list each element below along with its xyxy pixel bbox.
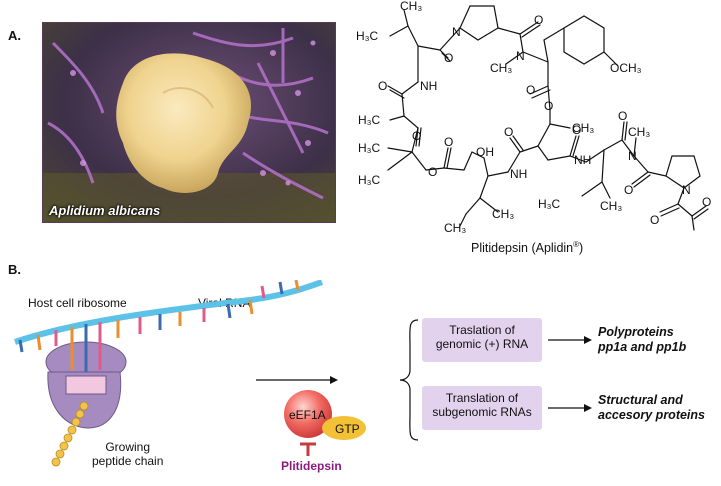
atom-ch3: CH₃ bbox=[600, 199, 622, 213]
box2-line1: Translation of bbox=[445, 391, 519, 405]
atom-o: O bbox=[534, 13, 543, 27]
atom-ch3: CH₃ bbox=[572, 121, 594, 135]
peptide-chain-beads bbox=[51, 401, 89, 467]
product1-line1: Polyproteins bbox=[598, 325, 674, 339]
atom-n: N bbox=[452, 25, 461, 39]
gtp-label: GTP bbox=[335, 422, 360, 436]
peptide-chain-label-line1: Growing bbox=[105, 440, 151, 454]
atom-o: O bbox=[378, 79, 387, 93]
compound-name: Plitidepsin (Aplidin bbox=[471, 241, 574, 256]
atom-o: O bbox=[428, 165, 437, 179]
product1-line2: pp1a and pp1b bbox=[598, 340, 687, 354]
product-arrows bbox=[548, 336, 592, 412]
atom-nh: NH bbox=[574, 153, 591, 167]
panel-b-label: B. bbox=[8, 262, 21, 277]
atom-n: N bbox=[682, 183, 691, 197]
eef1a-complex bbox=[284, 390, 366, 456]
registered-mark: ® bbox=[573, 240, 580, 249]
atom-o: O bbox=[650, 213, 659, 227]
atom-h3c: H₃C bbox=[538, 197, 561, 211]
species-caption: Aplidium albicans bbox=[49, 203, 161, 218]
atom-o: O bbox=[572, 123, 581, 137]
atom-ch3: CH₃ bbox=[628, 125, 650, 139]
ribosome-illustration bbox=[14, 280, 338, 467]
atom-n: N bbox=[628, 149, 637, 163]
structural-proteins-product: Structural and accesory proteins bbox=[598, 393, 705, 423]
atom-o: O bbox=[444, 135, 453, 149]
subgenomic-translation-box: Translation of subgenomic RNAs bbox=[422, 386, 542, 430]
eef1a-label: eEF1A bbox=[289, 408, 326, 422]
sea-squirt-image bbox=[43, 23, 335, 222]
atom-o: O bbox=[624, 183, 633, 197]
atom-nh: NH bbox=[510, 167, 527, 181]
viral-rna-strand bbox=[14, 280, 324, 345]
plitidepsin-inhibitor-label: Plitidepsin bbox=[281, 459, 342, 473]
product2-line2: accesory proteins bbox=[598, 408, 705, 422]
atom-o: O bbox=[444, 51, 453, 65]
atom-h3c: H₃C bbox=[356, 29, 379, 43]
atom-ch3: CH₃ bbox=[490, 61, 512, 75]
gtp-ellipse bbox=[322, 416, 366, 440]
panel-a-label: A. bbox=[8, 28, 21, 43]
ribosome-exit-site bbox=[65, 375, 107, 395]
atom-och3: OCH₃ bbox=[610, 61, 642, 75]
compound-caption: Plitidepsin (Aplidin®) bbox=[471, 240, 583, 255]
atom-n: N bbox=[516, 49, 525, 63]
peptide-chain-label-line2: peptide chain bbox=[92, 454, 164, 469]
atom-ch3: CH₃ bbox=[444, 221, 466, 235]
rna-bases bbox=[18, 280, 300, 372]
plitidepsin-structure: H₃C CH₃ N O O CH₃ N OCH₃ NH O H₃C O H₃C … bbox=[356, 0, 711, 235]
genomic-translation-box: Traslation of genomic (+) RNA bbox=[422, 318, 542, 362]
atom-o: O bbox=[702, 195, 711, 209]
box1-line2: genomic (+) RNA bbox=[435, 337, 529, 352]
atom-h3c: H₃C bbox=[358, 173, 381, 187]
atom-o: O bbox=[504, 125, 513, 139]
atom-h3c: H₃C bbox=[358, 141, 381, 155]
atom-h3c: H₃C bbox=[358, 113, 381, 127]
atom-ch3: CH₃ bbox=[400, 0, 422, 13]
peptide-chain-label: Growing peptide chain bbox=[92, 440, 163, 469]
curly-brace bbox=[399, 319, 419, 441]
box2-line2: subgenomic RNAs bbox=[432, 405, 532, 420]
atom-o: O bbox=[544, 99, 553, 113]
polyproteins-product: Polyproteins pp1a and pp1b bbox=[598, 325, 686, 355]
ribosome-label: Host cell ribosome bbox=[28, 296, 127, 310]
compound-caption-end: ) bbox=[579, 241, 584, 256]
product2-line1: Structural and bbox=[598, 393, 683, 407]
aplidium-photo: Aplidium albicans bbox=[42, 22, 336, 223]
box1-line1: Traslation of bbox=[449, 323, 515, 337]
atom-ch3: CH₃ bbox=[492, 207, 514, 221]
atom-oh: OH bbox=[476, 145, 494, 159]
atom-o: O bbox=[526, 83, 535, 97]
atom-o: O bbox=[412, 129, 421, 143]
eef1a-sphere bbox=[284, 390, 332, 438]
atom-o: O bbox=[618, 109, 627, 123]
atom-nh: NH bbox=[420, 79, 437, 93]
